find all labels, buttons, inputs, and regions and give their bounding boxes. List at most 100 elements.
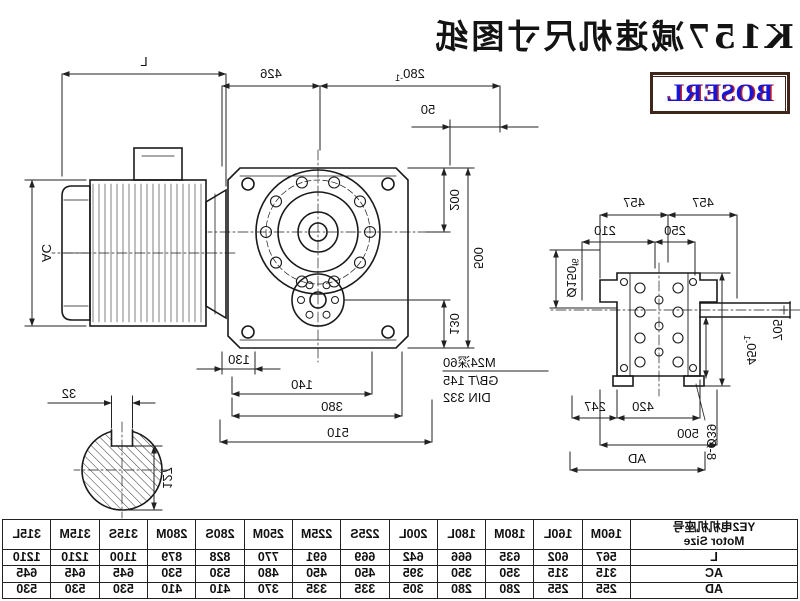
cell-L-315L: 1210 bbox=[2, 549, 51, 566]
cell-L-180M: 635 bbox=[485, 549, 534, 566]
dim-457-a: 457 bbox=[692, 195, 714, 210]
dim-280: 280-1 bbox=[395, 66, 425, 83]
front-centerlines bbox=[207, 149, 429, 363]
cell-L-225M: 691 bbox=[292, 549, 341, 566]
side-view-motor bbox=[51, 147, 236, 327]
cell-L-315S: 1100 bbox=[99, 549, 148, 566]
cell-AD-315M: 530 bbox=[50, 582, 100, 599]
cell-AD-200L: 305 bbox=[389, 582, 438, 599]
cell-AC-160M: 315 bbox=[582, 565, 631, 583]
dim-250: 250 bbox=[664, 223, 686, 238]
cell-L-250M: 770 bbox=[244, 549, 293, 566]
cell-AC-225S: 450 bbox=[340, 565, 390, 583]
column-header-200L: 200L bbox=[389, 519, 438, 550]
dim-bore-150: Ø150f6 bbox=[564, 258, 580, 297]
technical-drawing: 426 280-1 50 500 200 130 130 140 380 510 bbox=[24, 54, 800, 519]
column-header-315M: 315M bbox=[50, 519, 100, 550]
dim-200: 200 bbox=[447, 189, 462, 211]
column-header-225S: 225S bbox=[340, 519, 390, 550]
dim-50: 50 bbox=[421, 102, 435, 117]
cell-L-160M: 567 bbox=[582, 549, 631, 566]
dim-32: 32 bbox=[62, 386, 76, 401]
column-header-315S: 315S bbox=[99, 519, 148, 550]
cell-AC-200L: 395 bbox=[389, 565, 438, 583]
dim-140: 140 bbox=[291, 377, 313, 392]
cell-AC-315L: 645 bbox=[2, 565, 51, 583]
note-din: DIN 332 bbox=[443, 390, 491, 405]
cell-AC-180M: 350 bbox=[485, 565, 534, 583]
side-view-dims bbox=[24, 71, 227, 327]
cell-AD-225S: 335 bbox=[340, 582, 390, 599]
cell-L-160L: 602 bbox=[533, 549, 583, 566]
cell-L-225S: 669 bbox=[340, 549, 390, 566]
column-header-180L: 180L bbox=[437, 519, 486, 550]
cell-L-180L: 666 bbox=[437, 549, 486, 566]
cell-AD-315S: 530 bbox=[99, 582, 148, 599]
column-header-225M: 225M bbox=[292, 519, 341, 550]
shaft-section bbox=[73, 421, 171, 519]
cell-AC-315S: 645 bbox=[99, 565, 148, 583]
cell-AC-180L: 350 bbox=[437, 565, 486, 583]
column-header-315L: 315L bbox=[2, 519, 51, 550]
dim-457-b: 457 bbox=[623, 195, 645, 210]
column-header-280S: 280S bbox=[195, 519, 245, 550]
cell-L-280M: 879 bbox=[147, 549, 196, 566]
dim-L: L bbox=[140, 54, 147, 69]
cell-AC-250M: 480 bbox=[244, 565, 293, 583]
dim-705: 705 bbox=[770, 319, 785, 341]
cell-AD-225M: 335 bbox=[292, 582, 341, 599]
output-view-dims bbox=[549, 212, 746, 473]
front-view-dims bbox=[196, 83, 539, 445]
cell-AD-315L: 530 bbox=[2, 582, 51, 599]
dim-420: 420 bbox=[632, 399, 654, 414]
cell-AD-160M: 255 bbox=[582, 582, 631, 599]
front-view bbox=[207, 149, 429, 363]
dim-500-front: 500 bbox=[471, 247, 486, 269]
cell-AD-250M: 370 bbox=[244, 582, 293, 599]
note-m24: M24深60 bbox=[443, 355, 496, 370]
dim-450: 450-1 bbox=[742, 335, 759, 365]
column-header-160L: 160L bbox=[533, 519, 583, 550]
row-label-L: L bbox=[630, 549, 798, 566]
header-line-en: Motor Size bbox=[683, 533, 745, 548]
dim-500-output: 500 bbox=[677, 426, 699, 441]
dim-AD: AD bbox=[628, 451, 646, 466]
dim-510: 510 bbox=[327, 425, 349, 440]
note-gbt: GB/T 145 bbox=[443, 373, 498, 388]
cell-AC-280S: 530 bbox=[195, 565, 245, 583]
cell-AC-160L: 315 bbox=[533, 565, 583, 583]
cell-AD-180L: 280 bbox=[437, 582, 486, 599]
shaft-section-dims bbox=[47, 395, 163, 511]
dim-130-vertical: 130 bbox=[447, 313, 462, 335]
thread-notes: M24深60 GB/T 145 DIN 332 bbox=[442, 355, 549, 405]
dim-210: 210 bbox=[594, 223, 616, 238]
column-header-180M: 180M bbox=[485, 519, 534, 550]
lower-bolt-holes bbox=[297, 281, 339, 319]
cell-AC-225M: 450 bbox=[292, 565, 341, 583]
column-header-250M: 250M bbox=[244, 519, 293, 550]
dim-130-bottom: 130 bbox=[228, 352, 250, 367]
dim-426: 426 bbox=[260, 66, 282, 81]
cell-L-315M: 1210 bbox=[50, 549, 100, 566]
column-header-160M: 160M bbox=[582, 519, 631, 550]
cell-L-280S: 828 bbox=[195, 549, 245, 566]
cell-AD-180M: 280 bbox=[485, 582, 534, 599]
row-label-AD: AD bbox=[630, 582, 798, 599]
dim-127: 127 bbox=[160, 467, 175, 489]
dim-380: 380 bbox=[321, 399, 343, 414]
output-bolt-holes bbox=[619, 277, 698, 373]
cell-AD-280M: 410 bbox=[147, 582, 196, 599]
dim-AC: AC bbox=[39, 244, 54, 262]
cell-AC-315M: 645 bbox=[50, 565, 100, 583]
cell-L-200L: 642 bbox=[389, 549, 438, 566]
header-line-cn: YE2电机机座号 bbox=[672, 520, 756, 535]
dim-8-holes: 8-Ø39 bbox=[704, 424, 719, 460]
cell-AD-280S: 410 bbox=[195, 582, 245, 599]
cell-AD-160L: 255 bbox=[533, 582, 583, 599]
